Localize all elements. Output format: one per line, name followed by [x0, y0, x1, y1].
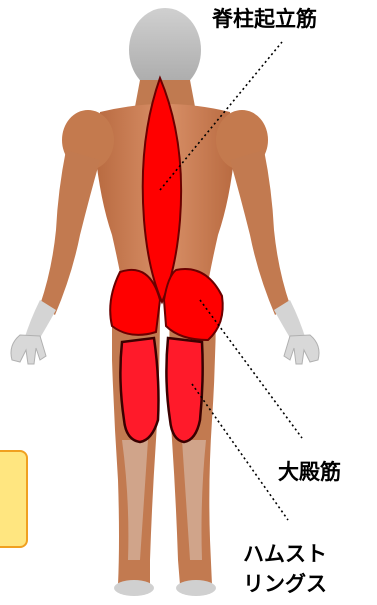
head-shape [129, 8, 201, 92]
right-foot-shape [176, 580, 216, 596]
label-erector-spinae: 脊柱起立筋 [212, 6, 317, 33]
label-gluteus: 大殿筋 [278, 459, 341, 486]
left-foot-shape [114, 580, 154, 596]
right-gluteus-highlight [164, 269, 223, 340]
left-hamstrings-highlight [120, 338, 158, 442]
label-hamstrings-line1: ハムスト [243, 541, 327, 568]
right-hand-shape [284, 335, 319, 364]
left-upper-arm-shape [40, 150, 100, 315]
right-hamstrings-highlight [166, 338, 202, 442]
label-hamstrings-line2: リングス [243, 571, 327, 598]
right-upper-arm-shape [230, 150, 290, 315]
left-hand-shape [11, 335, 46, 364]
